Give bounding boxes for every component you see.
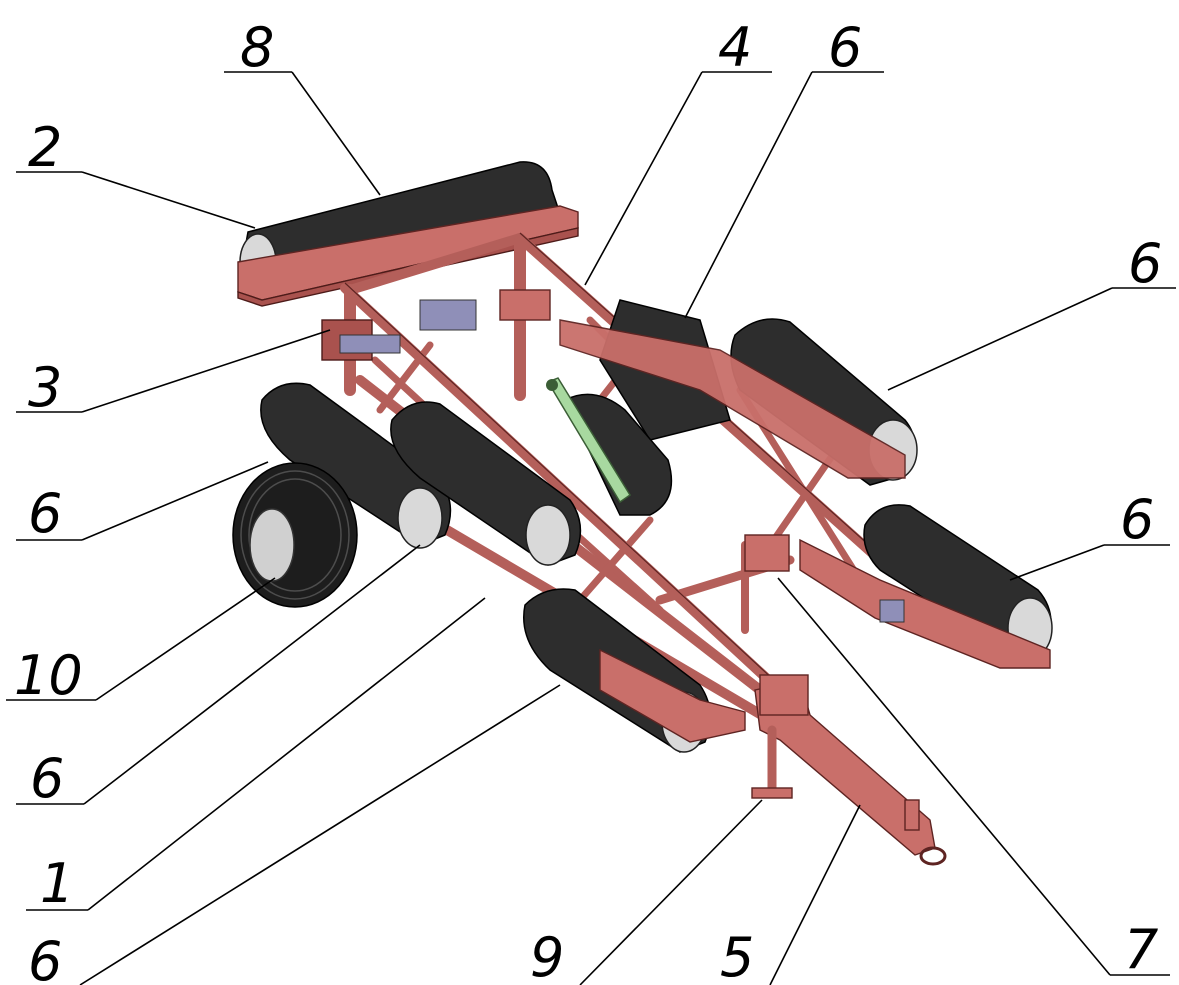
drawbar <box>751 674 947 866</box>
callout-2: 2 <box>16 116 256 229</box>
callout-label: 9 <box>530 926 564 985</box>
right-front-roller <box>799 504 1053 669</box>
callout-3: 3 <box>16 329 331 419</box>
callout-label: 10 <box>14 644 83 707</box>
callout-label: 3 <box>28 356 62 419</box>
callout-label: 8 <box>240 16 274 79</box>
hinge-mechanism <box>321 289 551 361</box>
callout-label: 6 <box>1128 232 1162 295</box>
callout-8: 7 <box>777 577 1170 981</box>
callout-6b: 6 <box>887 232 1176 391</box>
callout-label: 2 <box>28 116 62 179</box>
callout-10: 10 <box>6 577 276 707</box>
front-left-roller <box>523 588 746 753</box>
callout-6d: 6 <box>1009 488 1170 581</box>
callout-label: 7 <box>1124 918 1158 981</box>
callout-label: 6 <box>28 482 62 545</box>
left-rear-rollers <box>260 382 673 566</box>
callout-4: 4 <box>584 16 772 286</box>
callout-6c: 6 <box>16 461 269 545</box>
callouts: 8 4 6 2 6 3 6 <box>6 16 1176 985</box>
callout-6f: 6 <box>28 684 561 985</box>
callout-label: 6 <box>828 16 862 79</box>
right-rear-roller <box>559 299 918 486</box>
callout-label: 6 <box>28 930 62 985</box>
callout-label: 1 <box>40 852 74 915</box>
callout-7: 8 <box>224 16 381 196</box>
callout-label: 4 <box>718 16 752 79</box>
callout-9: 9 <box>530 799 763 985</box>
callout-1: 1 <box>26 597 486 915</box>
callout-6a: 6 <box>684 16 884 319</box>
callout-5: 5 <box>720 804 861 985</box>
callout-6e: 6 <box>16 544 421 810</box>
callout-label: 5 <box>720 926 754 985</box>
machine-illustration <box>232 161 1053 866</box>
hydraulic-cylinder <box>546 377 632 504</box>
transport-wheel <box>232 462 358 608</box>
callout-label: 6 <box>1120 488 1154 551</box>
callout-label: 6 <box>30 747 64 810</box>
